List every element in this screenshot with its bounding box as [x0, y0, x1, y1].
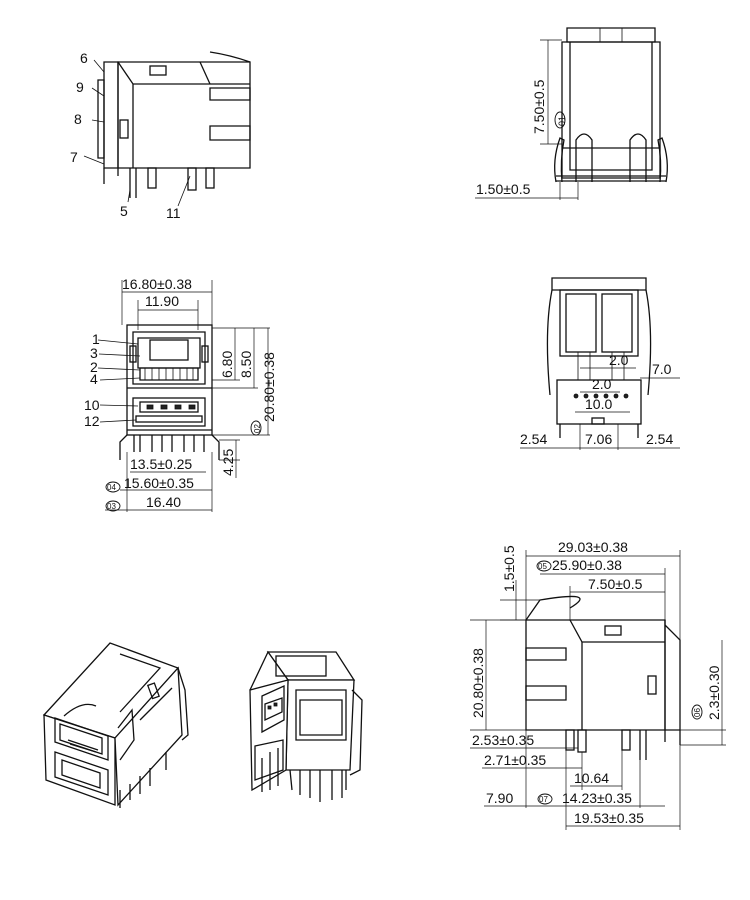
- callout-10: 10: [84, 397, 100, 413]
- note-06: 06: [693, 708, 702, 717]
- note-01: 01: [557, 116, 567, 126]
- callout-2: 2: [90, 359, 98, 375]
- dim-2-54-left: 2.54: [520, 431, 547, 447]
- dim-2-0-lower: 2.0: [592, 376, 612, 392]
- dim-20-80: 20.80±0.38: [261, 352, 277, 422]
- callout-8: 8: [74, 111, 82, 127]
- note-03: 03: [107, 502, 116, 511]
- dim-16-80: 16.80±0.38: [122, 276, 192, 292]
- note-circle-04: [105, 481, 121, 493]
- profile-view: 1.5±0.5 29.03±0.38 05 25.90±0.38 7.50±0.…: [470, 539, 726, 830]
- dim-25-90: 25.90±0.38: [552, 557, 622, 573]
- note-circle-02: [250, 420, 262, 436]
- isometric-view-right: [249, 650, 363, 802]
- dim-8-50: 8.50: [238, 351, 254, 378]
- dim-16-40: 16.40: [146, 494, 181, 510]
- back-view: 7.50±0.5 01 1.50±0.5: [475, 27, 668, 200]
- dim-19-53: 19.53±0.35: [574, 810, 644, 826]
- dim-4-25: 4.25: [220, 449, 236, 476]
- dim-14-23: 14.23±0.35: [562, 790, 632, 806]
- callout-7: 7: [70, 149, 78, 165]
- dim-7-0: 7.0: [652, 361, 672, 377]
- note-circle-05: [536, 560, 552, 572]
- dim-1-5: 1.5±0.5: [501, 545, 517, 592]
- callout-12: 12: [84, 413, 100, 429]
- dim-15-60: 15.60±0.35: [124, 475, 194, 491]
- dim-2-0-upper: 2.0: [609, 352, 629, 368]
- dim-7-06: 7.06: [585, 431, 612, 447]
- dim-6-80: 6.80: [219, 351, 235, 378]
- dim-2-71: 2.71±0.35: [484, 752, 546, 768]
- dim-13-5: 13.5±0.25: [130, 456, 192, 472]
- callout-6: 6: [80, 50, 88, 66]
- note-circle-01: [554, 111, 566, 129]
- note-04: 04: [107, 483, 116, 492]
- dim-7-50: 7.50±0.5: [588, 576, 643, 592]
- callout-3: 3: [90, 345, 98, 361]
- note-circle-03: [105, 500, 121, 512]
- callout-1: 1: [92, 331, 100, 347]
- callout-4: 4: [90, 371, 98, 387]
- dim-1-50: 1.50±0.5: [476, 181, 531, 197]
- isometric-view-left: [42, 642, 189, 808]
- callout-5: 5: [120, 203, 128, 219]
- note-circle-07: [537, 793, 553, 805]
- note-02: 02: [253, 424, 262, 433]
- note-07: 07: [539, 795, 548, 804]
- dim-7-50: 7.50±0.5: [531, 79, 547, 134]
- dim-2-54-right: 2.54: [646, 431, 673, 447]
- dim-29-03: 29.03±0.38: [558, 539, 628, 555]
- dim-7-90: 7.90: [486, 790, 513, 806]
- callout-9: 9: [76, 79, 84, 95]
- dim-10-0: 10.0: [585, 396, 612, 412]
- dim-2-3: 2.3±0.30: [706, 665, 722, 720]
- dim-10-64: 10.64: [574, 770, 609, 786]
- front-view: 1 3 2 4 10 12 16.80±0.38 11.90 6.80 8.50…: [84, 276, 277, 512]
- note-05: 05: [538, 562, 547, 571]
- dim-20-80: 20.80±0.38: [470, 648, 486, 718]
- bottom-view: 2.0 7.0 2.0 10.0 2.54 7.06 2.54: [520, 277, 680, 450]
- dim-2-53: 2.53±0.35: [472, 732, 534, 748]
- note-circle-06: [691, 704, 703, 720]
- callout-11: 11: [166, 205, 181, 221]
- dim-11-90: 11.90: [145, 293, 179, 309]
- side-view: 6 9 8 7 5 11: [70, 50, 251, 221]
